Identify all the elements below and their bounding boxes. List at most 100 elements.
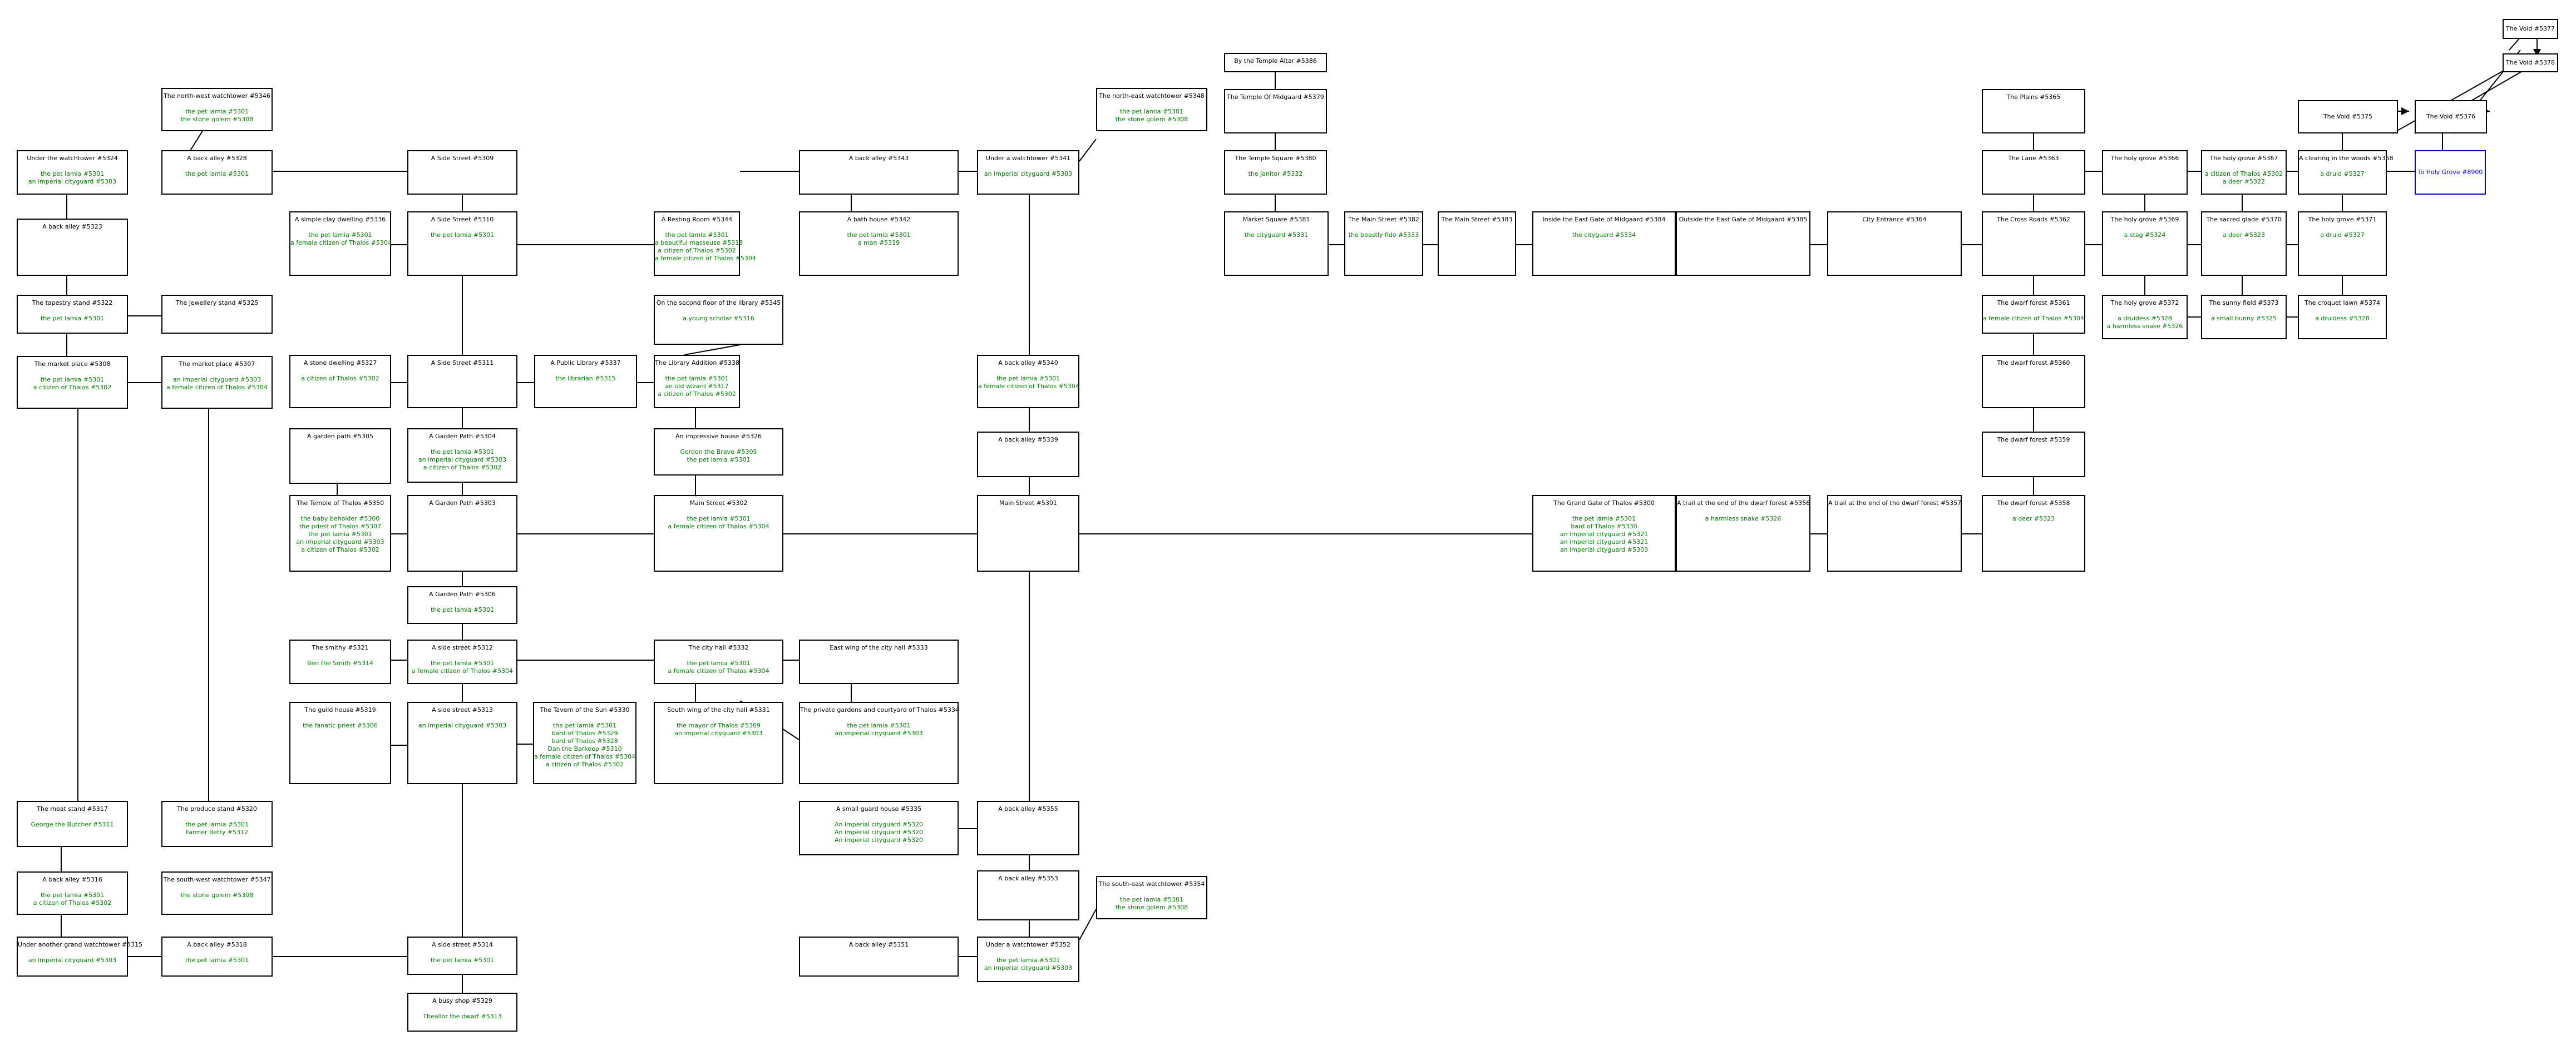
room-5364[interactable]: City Entrance #5364 bbox=[1827, 211, 1962, 276]
room-5359[interactable]: The dwarf forest #5359 bbox=[1982, 432, 2085, 477]
room-5301[interactable]: Main Street #5301 bbox=[977, 495, 1079, 572]
room-5378[interactable]: The Void #5378 bbox=[2503, 53, 2558, 72]
room-5343[interactable]: A back alley #5343 bbox=[799, 150, 959, 195]
room-5337[interactable]: A Public Library #5337 the librarian #531… bbox=[534, 355, 637, 408]
room-5356[interactable]: A trail at the end of the dwarf forest #… bbox=[1676, 495, 1810, 572]
room-title: A Public Library #5337 bbox=[550, 359, 621, 366]
occupant: bard of Thalos #5328 bbox=[551, 737, 618, 745]
room-5351[interactable]: A back alley #5351 bbox=[799, 937, 959, 977]
room-5325[interactable]: The jewellery stand #5325 bbox=[161, 295, 273, 334]
room-5377[interactable]: The Void #5377 bbox=[2503, 19, 2558, 39]
occupant-list: the janitor #5332 bbox=[1225, 170, 1326, 178]
room-5363[interactable]: The Lane #5363 bbox=[1982, 150, 2085, 195]
room-5386[interactable]: By the Temple Altar #5386 bbox=[1224, 53, 1327, 72]
room-5339[interactable]: A back alley #5339 bbox=[977, 432, 1079, 477]
room-5334[interactable]: The private gardens and courtyard of Tha… bbox=[799, 702, 959, 784]
occupant: an imperial cityguard #5303 bbox=[984, 170, 1073, 177]
room-5376[interactable]: The Void #5376 bbox=[2415, 100, 2487, 133]
room-5365[interactable]: The Plains #5365 bbox=[1982, 89, 2085, 133]
room-title: Inside the East Gate of Midgaard #5384 bbox=[1542, 216, 1666, 223]
room-5303[interactable]: A Garden Path #5303 bbox=[407, 495, 517, 572]
room-5309[interactable]: A Side Street #5309 bbox=[407, 150, 517, 195]
room-5362[interactable]: The Cross Roads #5362 bbox=[1982, 211, 2085, 276]
room-8900[interactable]: To Holy Grove #8900 bbox=[2415, 150, 2486, 195]
room-5385[interactable]: Outside the East Gate of Midgaard #5385 bbox=[1676, 211, 1810, 276]
room-5357[interactable]: A trail at the end of the dwarf forest #… bbox=[1827, 495, 1962, 572]
room-5305[interactable]: A garden path #5305 bbox=[289, 428, 391, 484]
room-5383[interactable]: The Main Street #5383 bbox=[1438, 211, 1516, 276]
room-5345[interactable]: On the second floor of the library #5345… bbox=[654, 295, 783, 345]
room-5353[interactable]: A back alley #5353 bbox=[977, 870, 1079, 920]
occupant: a citizen of Thalos #5302 bbox=[545, 761, 624, 768]
occupant: the librarian #5315 bbox=[555, 375, 616, 382]
room-5375[interactable]: The Void #5375 bbox=[2298, 100, 2398, 133]
room-5311[interactable]: A Side Street #5311 bbox=[407, 355, 517, 408]
occupant: the pet lamia #5301 bbox=[430, 957, 495, 964]
room-5366[interactable]: The holy grove #5366 bbox=[2102, 150, 2188, 195]
room-5323[interactable]: A back alley #5323 bbox=[17, 219, 128, 276]
occupant-list: George the Butcher #5311 bbox=[18, 821, 127, 829]
room-5355[interactable]: A back alley #5355 bbox=[977, 801, 1079, 855]
room-5333[interactable]: East wing of the city hall #5333 bbox=[799, 640, 959, 684]
room-5360[interactable]: The dwarf forest #5360 bbox=[1982, 355, 2085, 408]
room-title: A trail at the end of the dwarf forest #… bbox=[1828, 499, 1962, 507]
room-5379[interactable]: The Temple Of Midgaard #5379 bbox=[1224, 89, 1327, 133]
